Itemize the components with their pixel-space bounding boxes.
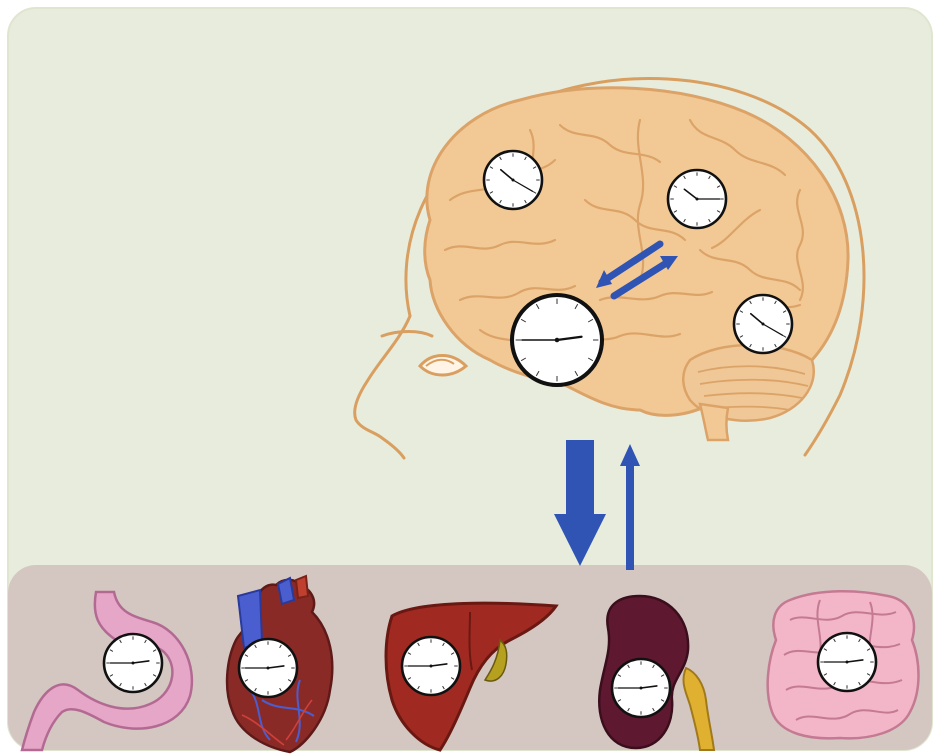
clock-pivot bbox=[555, 338, 560, 343]
clock-pivot bbox=[846, 661, 849, 664]
clock-pivot bbox=[640, 687, 643, 690]
brain-clock-master-clock-icon bbox=[512, 295, 602, 385]
clock-pivot bbox=[132, 662, 135, 665]
clock-pivot bbox=[762, 323, 765, 326]
stomach-clock-icon bbox=[104, 634, 162, 692]
liver-clock-icon bbox=[402, 637, 460, 695]
brain-clock-parietal-clock-icon bbox=[668, 170, 726, 228]
intestine-clock-icon bbox=[818, 633, 876, 691]
clock-pivot bbox=[430, 665, 433, 668]
heart-clock-icon bbox=[239, 639, 297, 697]
kidney-clock-icon bbox=[612, 659, 670, 717]
clock-pivot bbox=[512, 179, 515, 182]
clock-pivot bbox=[696, 198, 699, 201]
clock-pivot bbox=[267, 667, 270, 670]
brain-clock-frontal-clock-icon bbox=[484, 151, 542, 209]
brain-clock-occipital-clock-icon bbox=[734, 295, 792, 353]
